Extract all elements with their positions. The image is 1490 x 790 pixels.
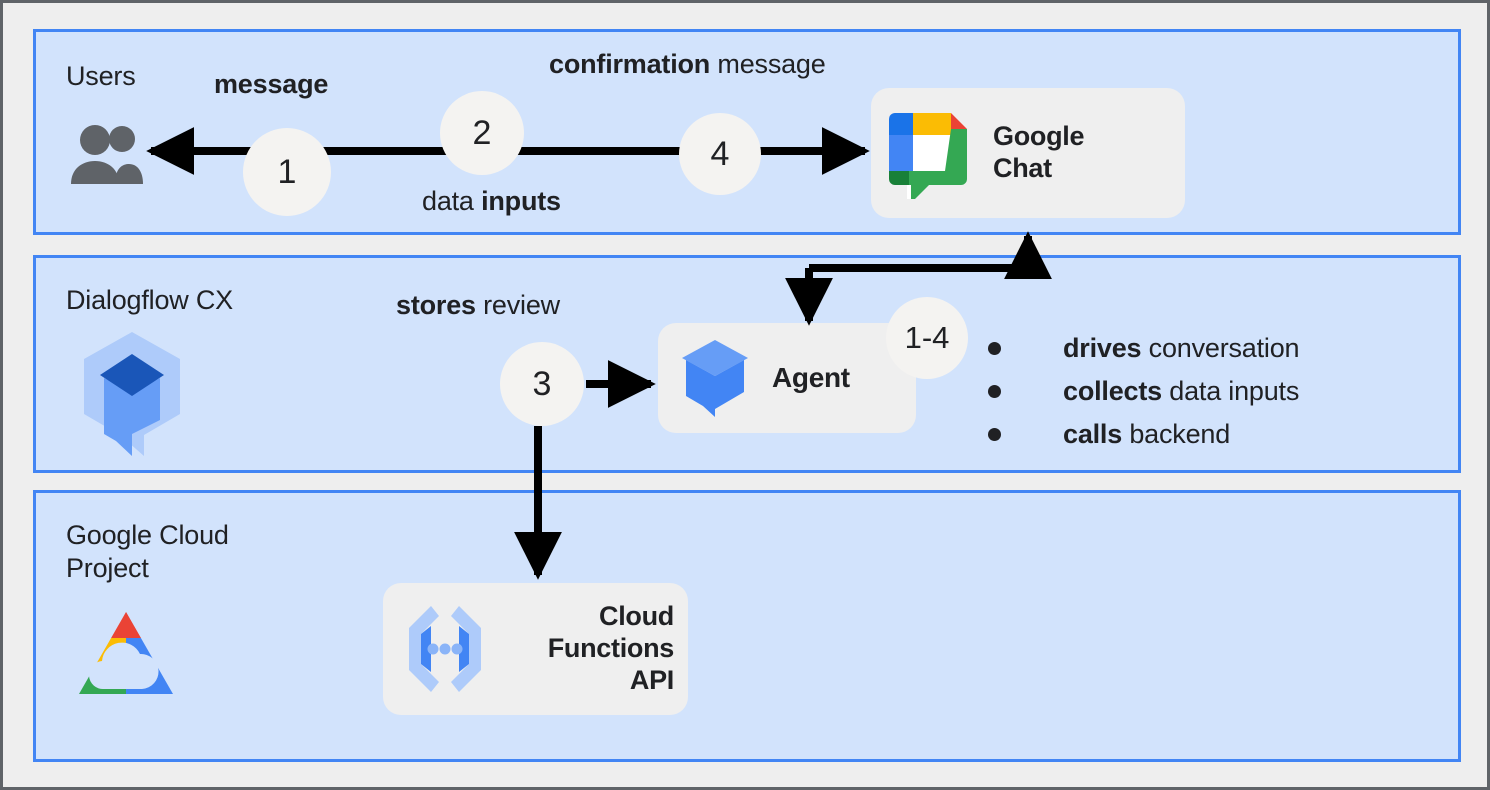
note-bold: collects (1063, 376, 1162, 406)
bullet-icon (988, 385, 1001, 398)
google-cloud-icon (74, 608, 178, 700)
list-item: drives conversation (988, 333, 1300, 364)
card-label-agent: Agent (772, 362, 850, 394)
flow-label-data-inputs-bold: inputs (481, 186, 561, 216)
panel-title-dialogflow: Dialogflow CX (66, 285, 233, 315)
note-plain: conversation (1141, 333, 1300, 363)
flow-label-confirmation-plain: message (710, 49, 826, 79)
bullet-icon (988, 342, 1001, 355)
flow-label-stores-plain: review (475, 290, 560, 320)
cloud-functions-icon (401, 602, 489, 696)
note-bold: calls (1063, 419, 1123, 449)
step-circle-3: 3 (500, 342, 584, 426)
flow-label-confirmation: confirmation message (549, 49, 826, 80)
dialogflow-cx-icon (72, 328, 192, 464)
flow-label-message-bold: message (214, 69, 329, 99)
panel-title-gcp: Google Cloud Project (66, 520, 229, 583)
flow-label-data-inputs-plain: data (422, 186, 482, 216)
note-bold: drives (1063, 333, 1142, 363)
users-icon (68, 124, 146, 186)
flow-label-message: message (214, 69, 328, 100)
step-circle-4: 4 (679, 113, 761, 195)
bullet-icon (988, 428, 1001, 441)
panel-gcp: Google Cloud Project (33, 490, 1461, 762)
flow-label-confirmation-bold: confirmation (549, 49, 711, 79)
google-chat-icon (883, 107, 975, 199)
flow-label-data-inputs: data inputs (422, 186, 561, 217)
list-item: calls backend (988, 419, 1299, 450)
flow-label-stores-bold: stores (396, 290, 476, 320)
card-google-chat[interactable]: Google Chat (871, 88, 1185, 218)
note-plain: data inputs (1161, 376, 1300, 406)
flow-label-stores-review: stores review (396, 290, 560, 321)
list-item: collects data inputs (988, 376, 1299, 407)
card-agent[interactable]: Agent (658, 323, 916, 433)
step-circle-1: 1 (243, 128, 331, 216)
panel-title-users: Users (66, 61, 136, 91)
card-label-google-chat: Google Chat (993, 121, 1085, 183)
card-label-cloud-functions: Cloud Functions API (547, 601, 675, 695)
note-plain: backend (1122, 419, 1231, 449)
step-circle-1-4: 1-4 (886, 297, 968, 379)
card-cloud-functions[interactable]: Cloud Functions API (383, 583, 688, 715)
dialogflow-agent-icon (678, 338, 752, 418)
agent-capability-list: drives conversation collects data inputs… (988, 333, 1300, 462)
step-circle-2: 2 (440, 91, 524, 175)
